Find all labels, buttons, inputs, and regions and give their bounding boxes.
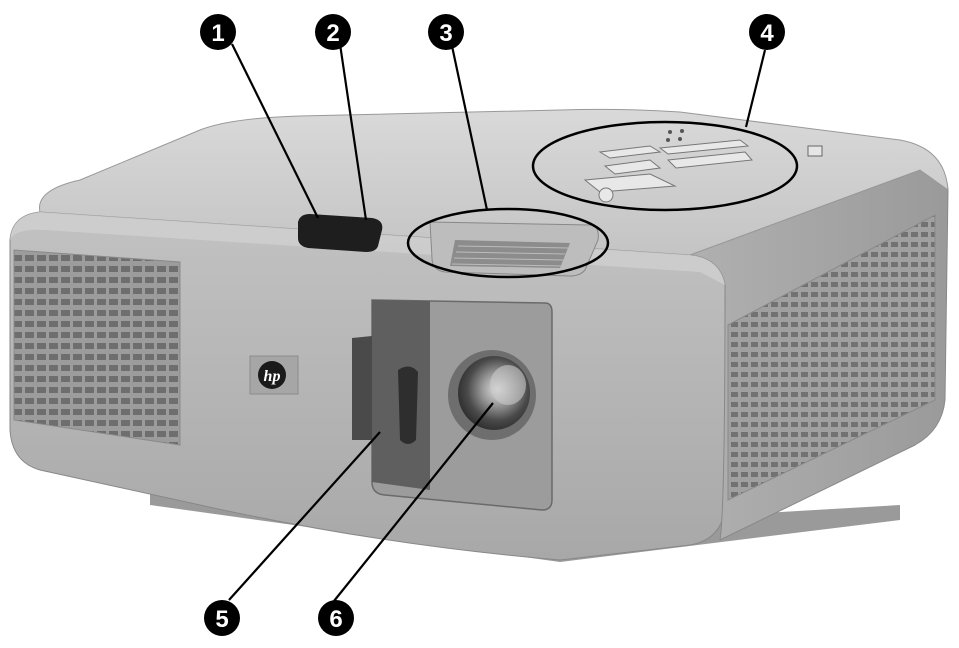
callout-3: 3 (428, 14, 464, 50)
top-grille-highlight (406, 207, 610, 279)
control-panel-highlight (531, 120, 799, 212)
callout-6-number: 6 (329, 606, 342, 633)
leader-lines (228, 43, 767, 602)
callout-1: 1 (200, 14, 236, 50)
right-vent (727, 214, 936, 501)
callout-5-number: 5 (215, 606, 228, 633)
control-panel (583, 129, 823, 203)
hp-logo: hp (249, 355, 299, 395)
callout-6: 6 (318, 600, 354, 636)
callout-4-number: 4 (760, 20, 774, 47)
callout-3-number: 3 (439, 20, 452, 47)
leader-2 (338, 43, 368, 221)
leader-5 (228, 431, 381, 601)
left-vent (13, 249, 181, 446)
callout-1-number: 1 (211, 20, 224, 47)
lens-cover (352, 336, 418, 444)
leader-4 (744, 49, 767, 128)
leader-3 (450, 45, 489, 211)
leader-1 (231, 43, 319, 219)
leader-6 (333, 402, 494, 602)
callout-5: 5 (204, 600, 240, 636)
remote-sensor (298, 214, 383, 252)
svg-text:hp: hp (264, 368, 281, 385)
callout-2-number: 2 (326, 20, 339, 47)
callout-2: 2 (315, 14, 351, 50)
callout-4: 4 (749, 14, 785, 50)
projection-lens (448, 350, 536, 440)
